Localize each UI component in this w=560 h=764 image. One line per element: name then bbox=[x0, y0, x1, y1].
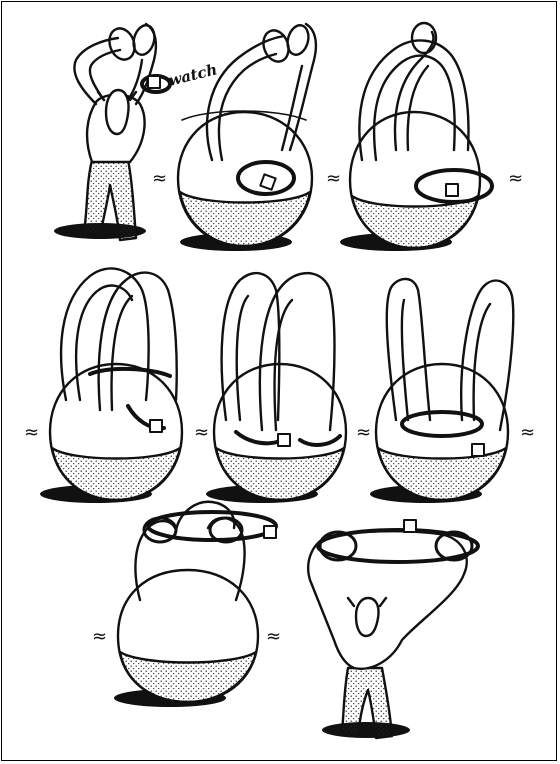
panel-1-left-arm-inner bbox=[88, 48, 122, 102]
panel-1-head bbox=[104, 88, 130, 136]
panel-7-hands-unlinked bbox=[114, 500, 278, 707]
equivalence-symbol: ≈ bbox=[194, 422, 210, 443]
panel-1-right-arm-inner bbox=[126, 58, 144, 102]
panel-3-arms-crossed bbox=[340, 21, 494, 251]
equivalence-symbol: ≈ bbox=[92, 626, 108, 647]
panel-1-person-with-watch bbox=[54, 22, 172, 242]
equivalence-symbol: ≈ bbox=[520, 422, 536, 443]
equivalence-symbol: ≈ bbox=[152, 168, 168, 189]
panel-1-watch-face bbox=[147, 75, 161, 89]
panel-1-hand-right bbox=[132, 24, 156, 56]
equivalence-symbol: ≈ bbox=[356, 422, 372, 443]
equivalence-symbol: ≈ bbox=[24, 422, 40, 443]
panel-1-legs bbox=[82, 158, 138, 242]
panel-2-torso-arms-linked bbox=[176, 22, 318, 251]
panel-5-arms-parallel bbox=[206, 271, 348, 503]
equivalence-symbol: ≈ bbox=[326, 168, 342, 189]
equivalence-symbol: ≈ bbox=[266, 626, 282, 647]
equivalence-symbol: ≈ bbox=[508, 168, 524, 189]
panel-8-person-watch-free bbox=[307, 519, 480, 740]
panel-4-arms-overlapping bbox=[40, 267, 184, 503]
panel-1-left-arm bbox=[73, 36, 120, 106]
panel-6-arms-separated bbox=[370, 277, 515, 503]
